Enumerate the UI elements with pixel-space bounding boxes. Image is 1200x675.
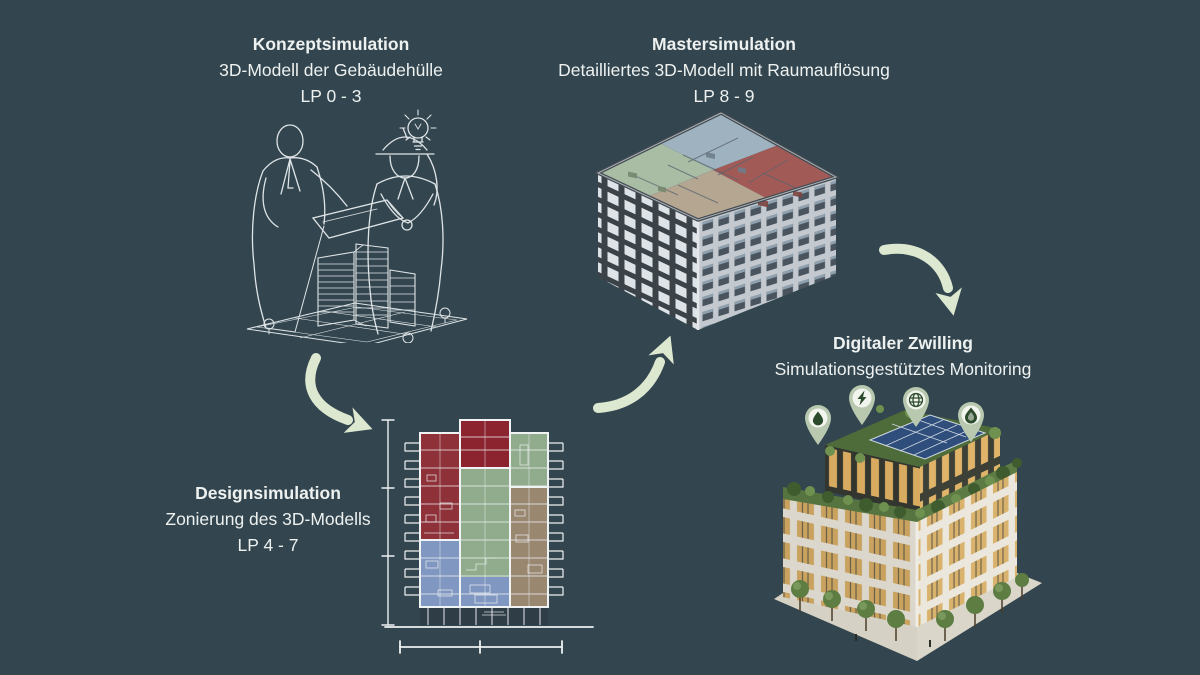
stage-subtitle: Zonierung des 3D-Modells [165, 509, 371, 529]
facade-left [783, 499, 917, 627]
facade-left [598, 173, 698, 330]
globe-icon [903, 387, 929, 427]
floorplan-top [593, 111, 841, 222]
stage-phase: LP 8 - 9 [693, 86, 755, 106]
solar-panel [868, 414, 987, 460]
water-drop-icon [805, 405, 831, 445]
penthouse-facade-right [920, 429, 1000, 513]
stage-subtitle: Simulationsgestütztes Monitoring [774, 359, 1032, 379]
sidewalk [774, 573, 1042, 661]
stage-phase: LP 4 - 7 [237, 535, 299, 555]
stage-label-designsimulation: Designsimulation Zonierung des 3D-Modell… [165, 480, 370, 558]
stage-subtitle: Detailliertes 3D-Modell mit Raumauflösun… [558, 60, 890, 80]
stage-title: Digitaler Zwilling [832, 333, 974, 353]
facade-right [698, 177, 836, 330]
flame-icon [958, 402, 984, 442]
dimension-lines [381, 419, 594, 654]
master-building-illustration [593, 111, 841, 330]
arrow-konzept-to-design [305, 353, 373, 433]
stage-title: Konzeptsimulation [252, 34, 410, 54]
stage-subtitle: 3D-Modell der Gebäudehülle [219, 60, 443, 80]
engineer-figure [367, 127, 444, 335]
lightning-icon [849, 385, 875, 425]
building-model-sketch [317, 243, 416, 329]
architect-figure [251, 124, 405, 333]
arrow-master-to-zwilling [879, 243, 962, 316]
stage-label-konzeptsimulation: Konzeptsimulation 3D-Modell der Gebäudeh… [219, 31, 443, 109]
balconies [404, 442, 564, 596]
stage-phase: LP 0 - 3 [300, 86, 362, 106]
monitoring-pins [805, 385, 984, 445]
stage-label-digitaler-zwilling: Digitaler Zwilling Simulationsgestütztes… [775, 330, 1032, 382]
arrow-design-to-master [593, 335, 674, 413]
section-structure [420, 420, 548, 625]
stage-title: Mastersimulation [652, 34, 796, 54]
concept-sketch-illustration [246, 109, 468, 343]
stage-label-mastersimulation: Mastersimulation Detailliertes 3D-Modell… [558, 31, 890, 109]
zoning-borders [419, 419, 549, 608]
blueprint-grid [246, 302, 468, 343]
stage-title: Designsimulation [195, 483, 341, 503]
lightbulb-icon [399, 109, 437, 151]
facade-right [917, 472, 1017, 627]
digital-twin-illustration [774, 385, 1042, 661]
street-trees [791, 573, 1029, 647]
design-section-illustration [381, 419, 594, 654]
